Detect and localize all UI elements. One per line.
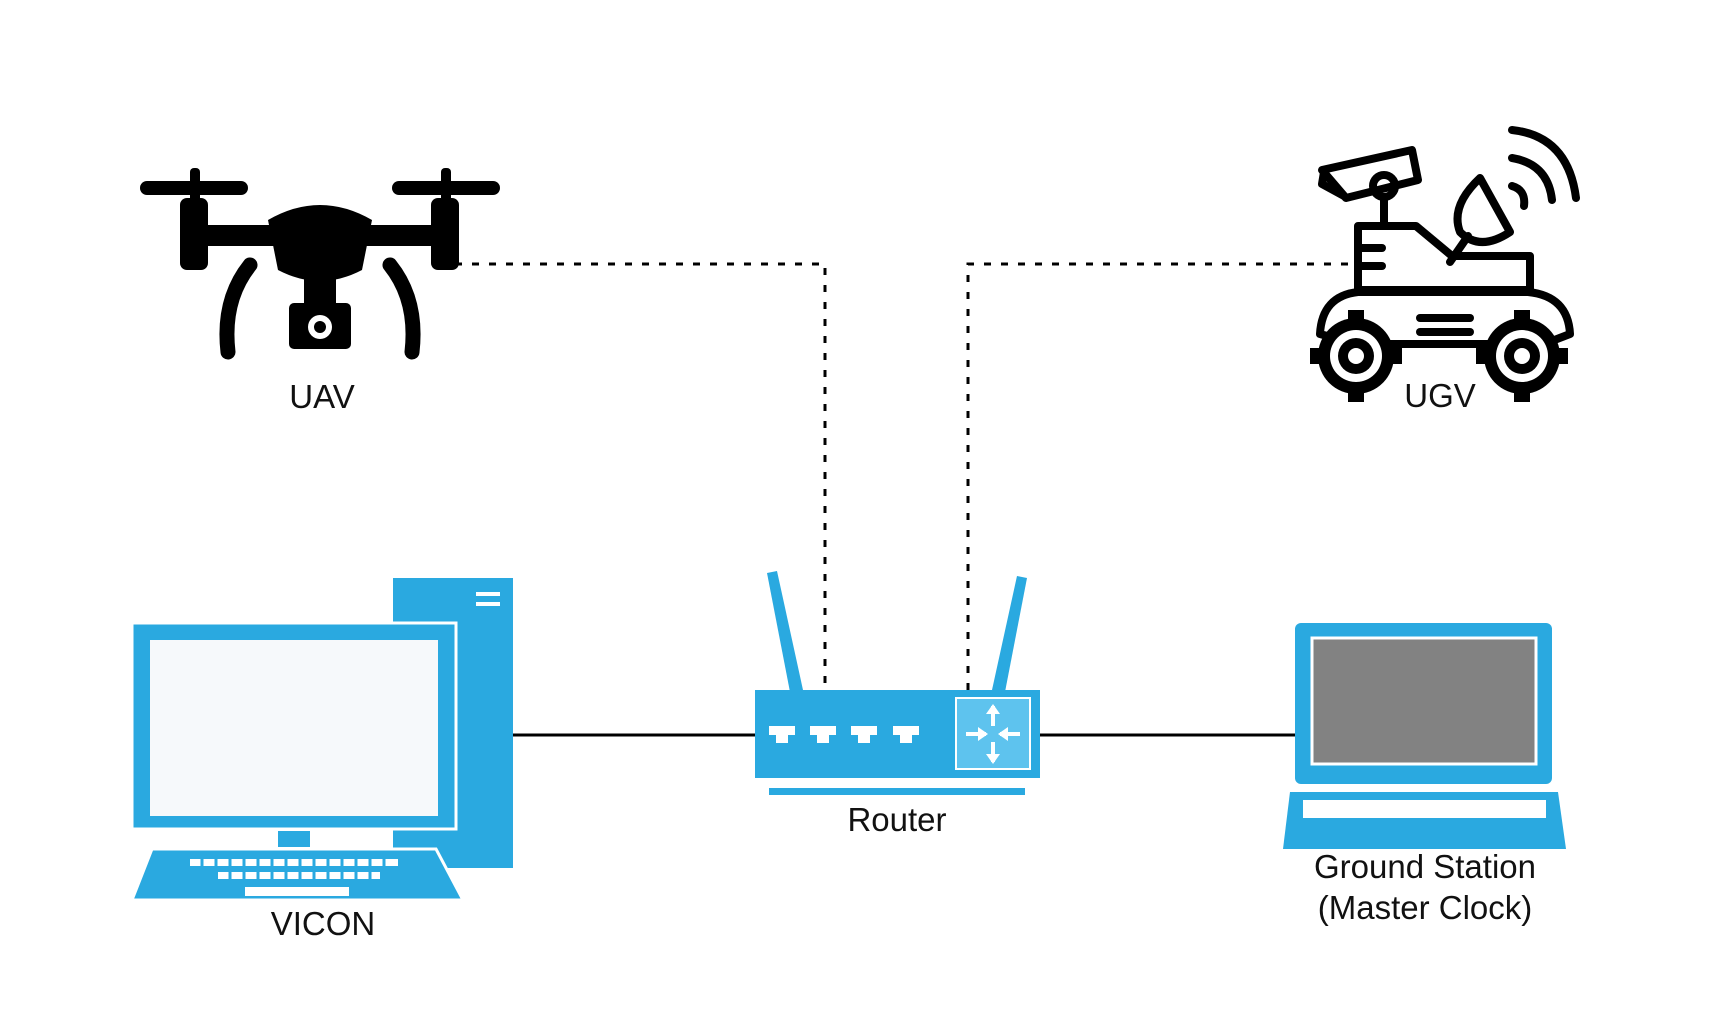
- ground-station-node: Ground Station (Master Clock): [1283, 623, 1566, 926]
- router-label: Router: [847, 801, 946, 838]
- router-base: [769, 788, 1025, 795]
- rover-icon: [1316, 126, 1580, 348]
- router-icon: [755, 571, 1040, 795]
- connections: [455, 262, 1348, 737]
- ugv-label: UGV: [1404, 377, 1476, 414]
- ground-station-label: Ground Station: [1314, 848, 1536, 885]
- uav-router-wireless-link: [455, 262, 827, 690]
- router-arrows-icon: [966, 704, 1020, 764]
- drone-icon: [140, 168, 500, 360]
- router-ports: [769, 726, 919, 743]
- ugv-router-wireless-link: [966, 262, 1348, 690]
- ugv-node: UGV: [1310, 126, 1580, 414]
- rover-wheels: [1310, 310, 1568, 402]
- laptop-screen: [1310, 636, 1538, 766]
- desktop-computer-icon: [129, 578, 513, 902]
- router-antenna-right: [992, 576, 1027, 692]
- uav-label: UAV: [289, 378, 354, 415]
- left-wheel-icon: [1310, 310, 1402, 402]
- monitor-screen: [150, 640, 438, 816]
- laptop-icon: [1283, 623, 1566, 849]
- vicon-node: VICON: [129, 578, 513, 942]
- uav-node: UAV: [140, 168, 500, 415]
- right-wheel-icon: [1476, 310, 1568, 402]
- router-antenna-left: [767, 571, 803, 692]
- vicon-label: VICON: [271, 905, 376, 942]
- laptop-keyboard-area: [1303, 800, 1546, 818]
- router-node: Router: [755, 571, 1040, 838]
- master-clock-label: (Master Clock): [1318, 889, 1533, 926]
